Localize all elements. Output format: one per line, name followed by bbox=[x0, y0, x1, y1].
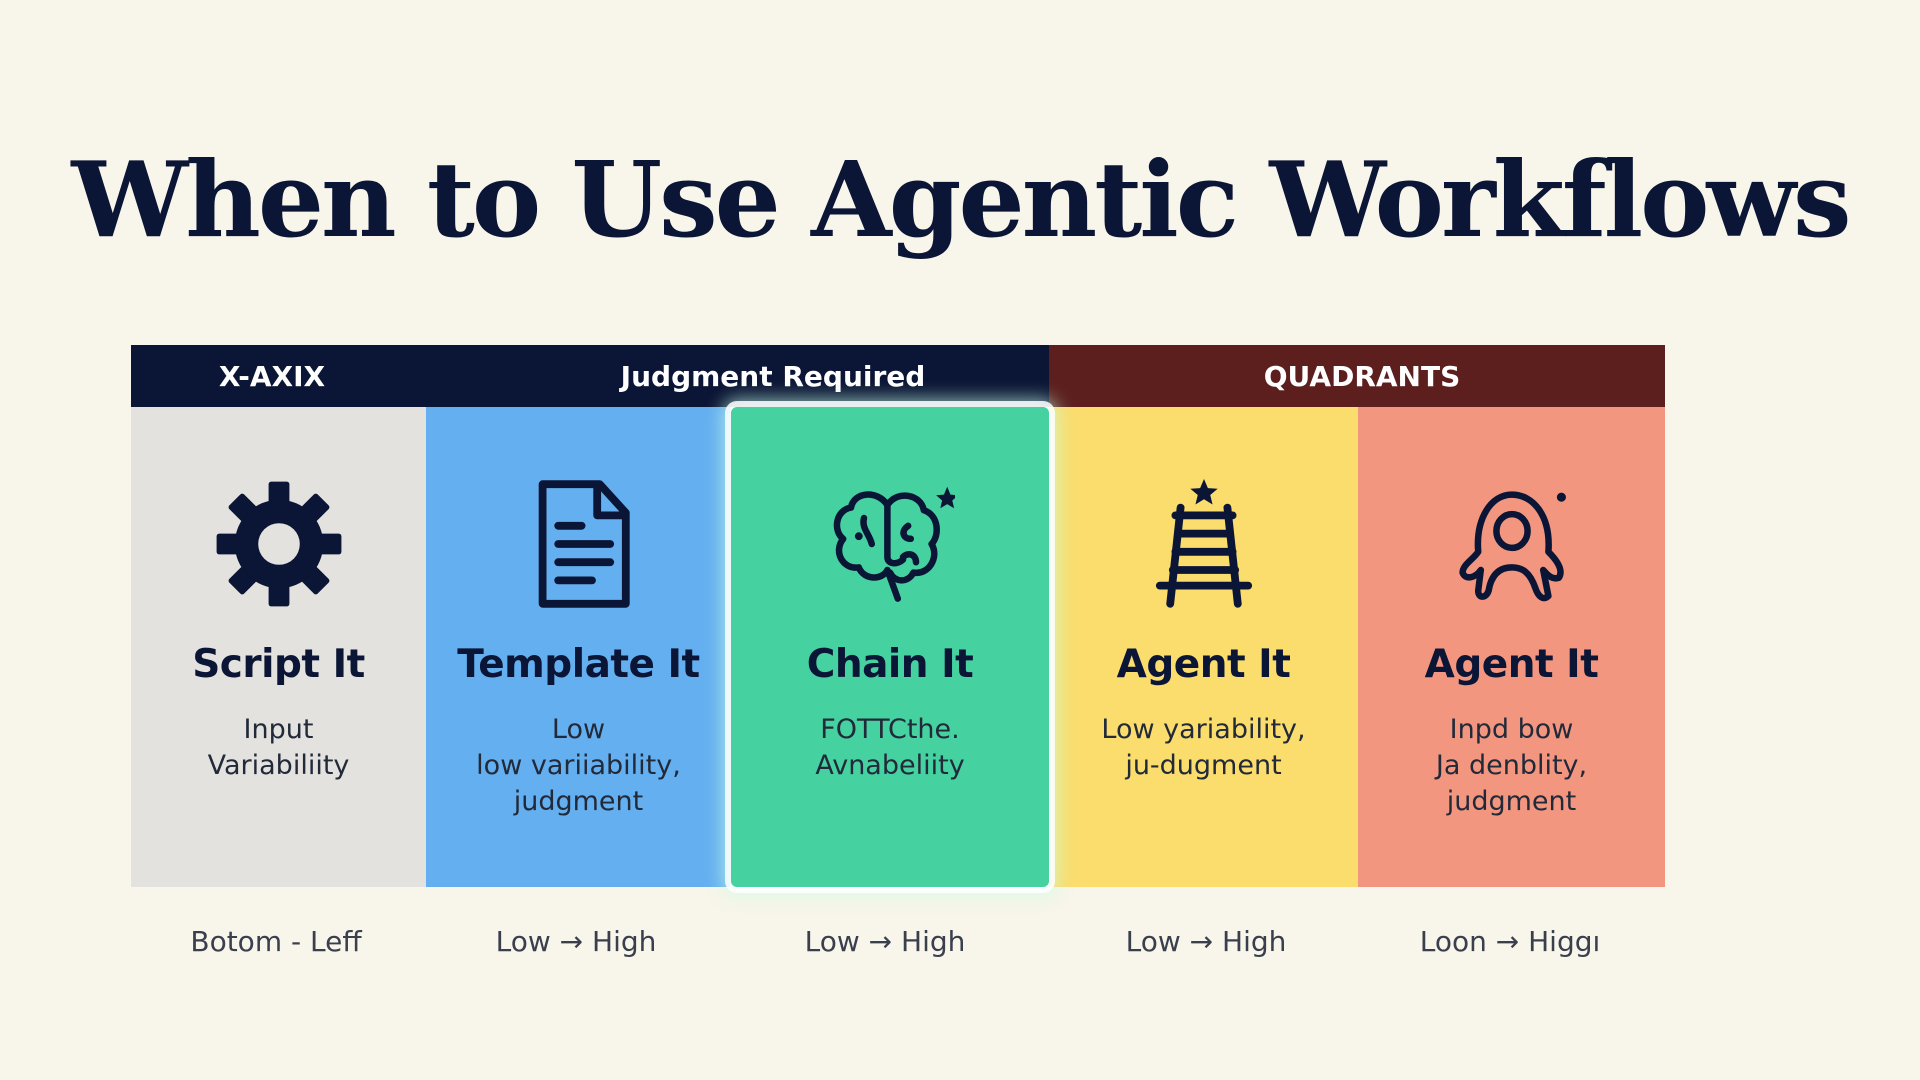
column-title: Agent It bbox=[1116, 642, 1291, 687]
column-description: Low low variiability, judgment bbox=[436, 712, 721, 820]
axis-label: Low → High bbox=[1125, 925, 1287, 958]
desc-line: Ja denblity, bbox=[1435, 750, 1588, 781]
desc-line: ju-dugment bbox=[1125, 750, 1282, 781]
column-description: FOTTCthe. Avnabeliity bbox=[741, 712, 1039, 784]
document-icon bbox=[538, 480, 630, 608]
column-description: Input Variabiliity bbox=[141, 712, 416, 784]
header-quadrants-label: QUADRANTS bbox=[1263, 359, 1461, 393]
column-script-it: Script It Input Variabiliity bbox=[131, 407, 426, 887]
desc-line: Low bbox=[551, 714, 606, 745]
column-title: Agent It bbox=[1424, 642, 1599, 687]
column-title: Script It bbox=[192, 642, 365, 687]
desc-line: Input bbox=[243, 714, 314, 745]
header-bar-quadrants: QUADRANTS bbox=[1049, 345, 1665, 407]
desc-line: Inpd bow bbox=[1449, 714, 1574, 745]
page-title: When to Use Agentic Workflows bbox=[71, 138, 1851, 261]
column-description: Inpd bow Ja denblity, judgment bbox=[1368, 712, 1655, 820]
column-description: Low yariability, ju-dugment bbox=[1059, 712, 1348, 784]
axis-label: Low → High bbox=[495, 925, 657, 958]
gear-icon bbox=[216, 481, 341, 607]
column-template-it: Template It Low low variiability, judgme… bbox=[426, 407, 731, 887]
brain-icon bbox=[833, 486, 955, 602]
header-bar-judgment: X-AXIX Judgment Required bbox=[131, 345, 1049, 407]
column-agent-it-2: Agent It Inpd bow Ja denblity, judgment bbox=[1358, 407, 1665, 887]
axis-label: Botom - Leff bbox=[190, 925, 362, 958]
desc-line: low variiability, bbox=[476, 750, 681, 781]
column-title: Chain It bbox=[806, 642, 974, 687]
column-agent-it-1: Agent It Low yariability, ju-dugment bbox=[1049, 407, 1358, 887]
header-x-axis-label: X-AXIX bbox=[218, 359, 326, 393]
header-judgment-label: Judgment Required bbox=[620, 359, 926, 393]
axis-label: Loon → Higgı bbox=[1419, 925, 1601, 958]
desc-line: judgment bbox=[513, 786, 644, 817]
desc-line: Low yariability, bbox=[1101, 714, 1306, 745]
desc-line: Avnabeliity bbox=[815, 750, 965, 781]
column-chain-it: Chain It FOTTCthe. Avnabeliity bbox=[731, 407, 1049, 887]
desc-line: FOTTCthe. bbox=[820, 714, 960, 745]
desc-line: Variabiliity bbox=[207, 750, 350, 781]
desc-line: judgment bbox=[1446, 786, 1577, 817]
axis-label: Low → High bbox=[804, 925, 966, 958]
agent-blob-icon bbox=[1458, 491, 1566, 602]
ladder-icon bbox=[1155, 479, 1252, 608]
column-title: Template It bbox=[457, 642, 700, 687]
